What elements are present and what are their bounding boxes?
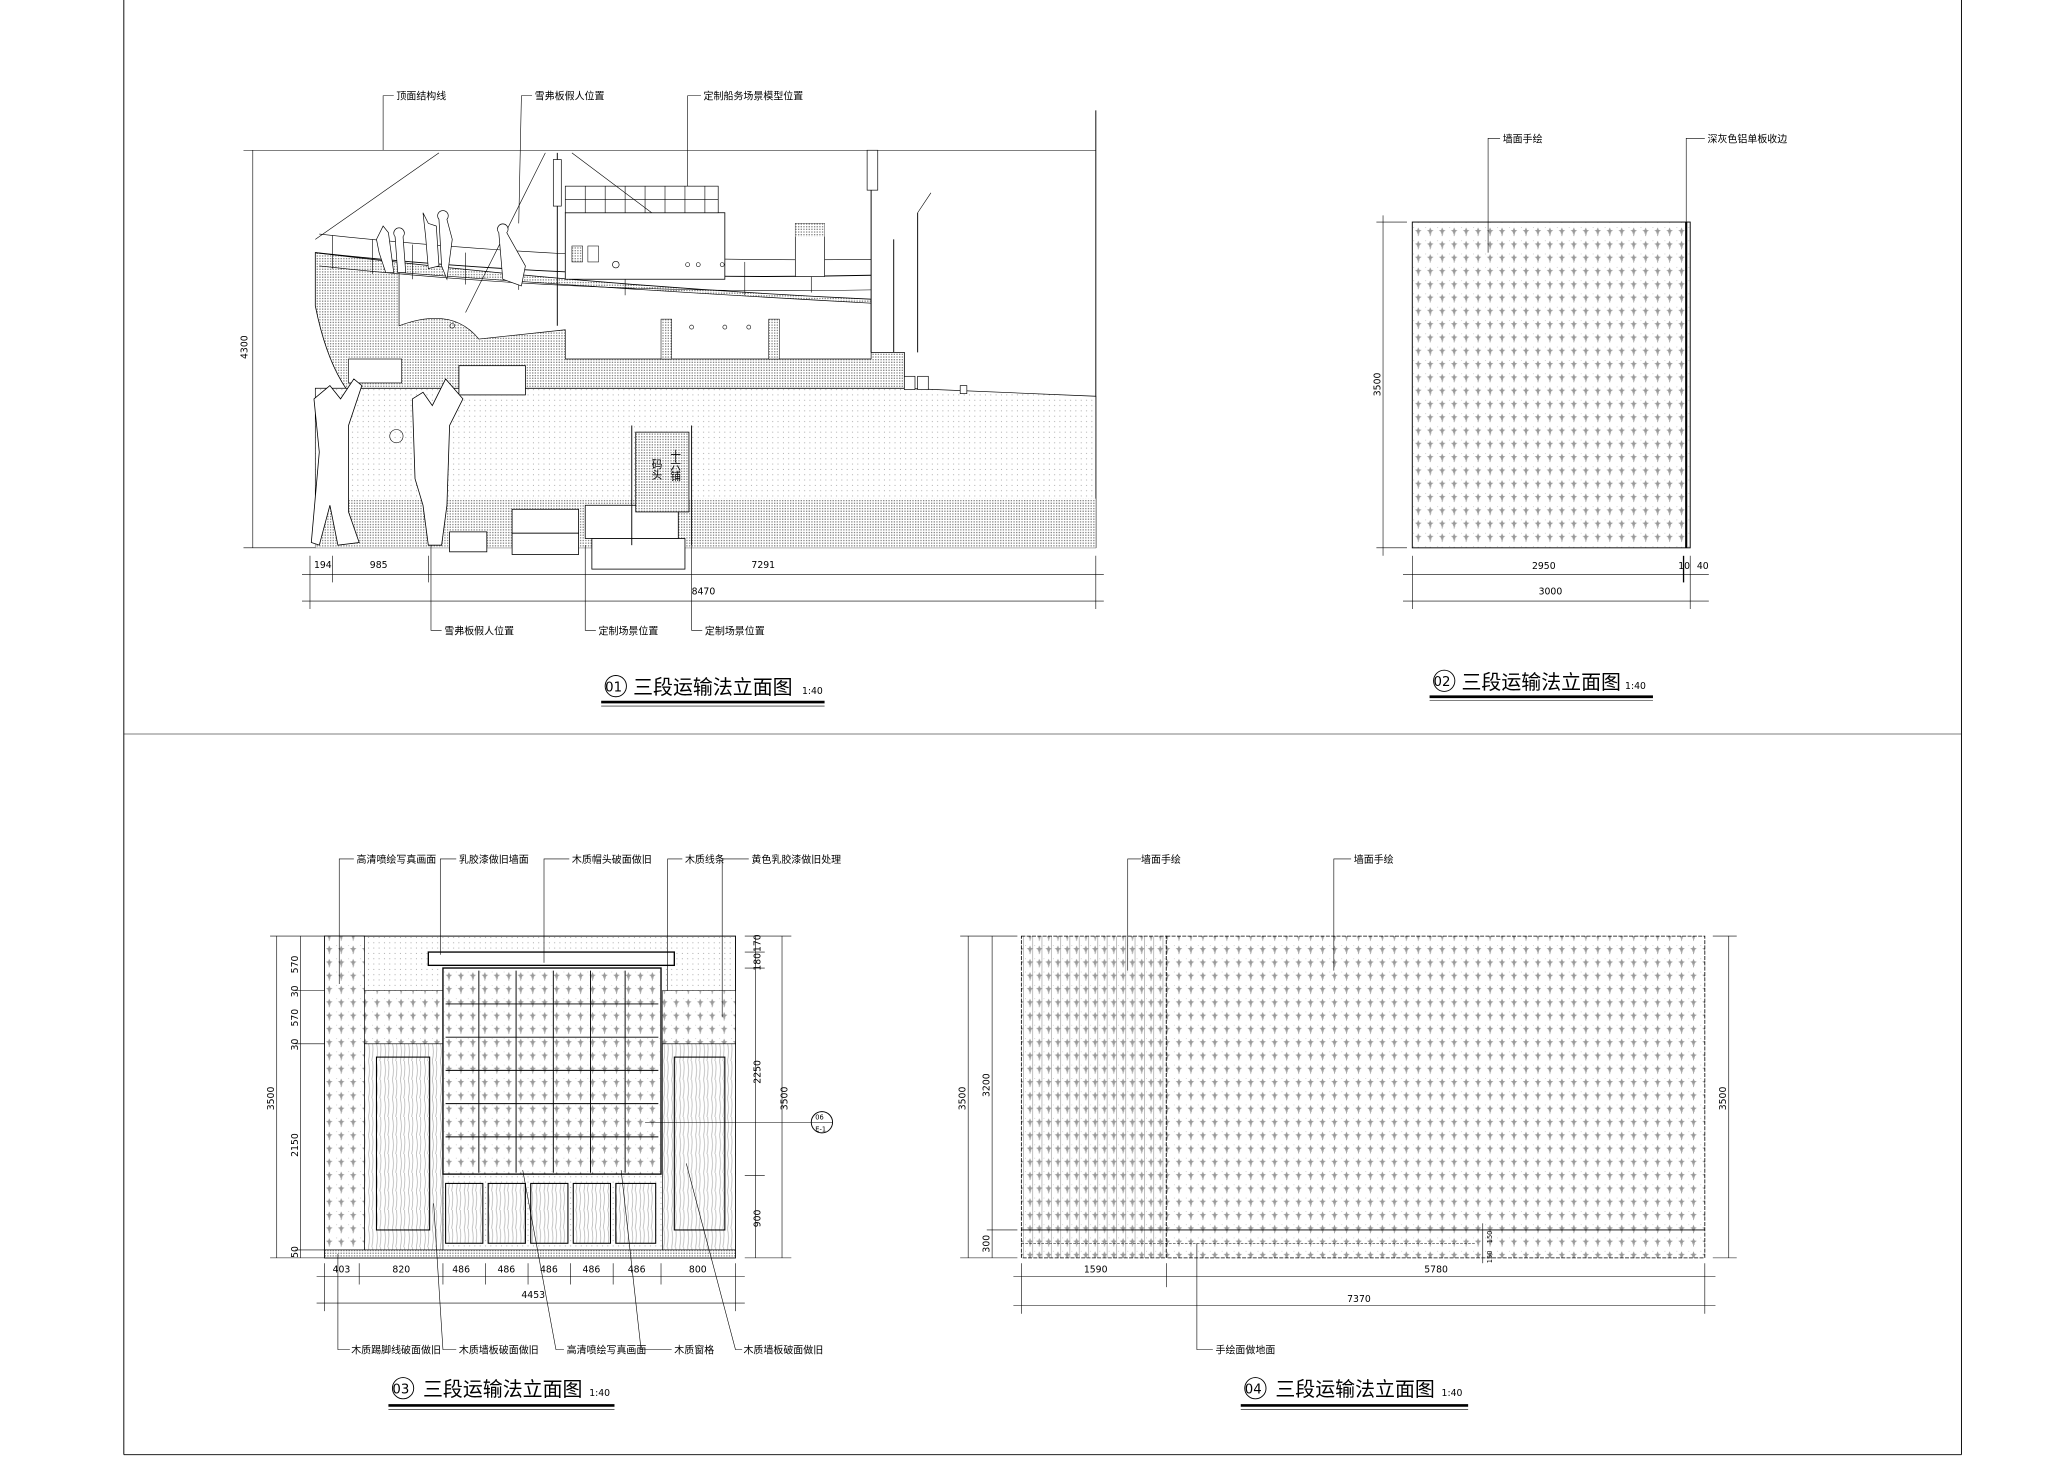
- drawing-text: 定制场景位置: [599, 624, 659, 637]
- drawing-text: 486: [583, 1265, 601, 1276]
- elevation-01: 十六铺 码头 4300 194 985 7291 8470 顶面结构线 雪弗板假…: [239, 90, 1104, 707]
- drawing-text: 820: [392, 1265, 410, 1276]
- window-grid: [442, 967, 662, 1175]
- hand-painted-wall-right: [1165, 935, 1706, 1259]
- drawing-text: 4300: [239, 335, 250, 359]
- drawing-text: 码头: [651, 459, 664, 481]
- drawing-text: 三段运输法立面图: [633, 675, 793, 699]
- hand-painted-wall: [1411, 221, 1691, 549]
- drawing-text: 高清喷绘写真画面: [567, 1344, 647, 1357]
- elevation-02: 3500 2950 10 40 3000 墙面手绘 深灰色铝单板收边 02 三段…: [1372, 132, 1787, 702]
- dimensions-01: 4300 194 985 7291 8470: [239, 149, 1104, 609]
- drawing-text: 手绘面做地面: [1215, 1344, 1275, 1357]
- drawing-text: 1:40: [589, 1388, 610, 1399]
- drawing-text: 985: [370, 560, 388, 571]
- drawing-text: 3500: [1372, 373, 1383, 397]
- drawing-text: 十六铺: [669, 449, 682, 482]
- drawing-text: 5780: [1424, 1265, 1448, 1276]
- drawing-text: 3500: [958, 1087, 969, 1111]
- drawing-text: 570: [290, 1009, 301, 1027]
- drawing-text: 木质窗格: [674, 1344, 714, 1357]
- hand-painted-wall-left: [1020, 935, 1167, 1259]
- drawing-text: 4453: [521, 1290, 545, 1301]
- drawing-text: 486: [452, 1265, 470, 1276]
- drawing-text: 乳胶漆做旧墙面: [459, 853, 529, 866]
- drawing-text: 30: [290, 985, 301, 997]
- drawing-text: E-1: [815, 1126, 826, 1134]
- drawing-text: 墙面手绘: [1354, 853, 1394, 866]
- drawing-text: 7370: [1347, 1294, 1371, 1305]
- drawing-text: 02: [1434, 675, 1451, 690]
- drawing-text: 木质墙板破面做旧: [743, 1344, 823, 1357]
- crew-figures: [376, 210, 526, 287]
- drawing-text: 1:40: [802, 686, 823, 697]
- drawing-text: 2150: [290, 1133, 301, 1157]
- drawing-text: 雪弗板假人位置: [444, 624, 514, 637]
- drawing-text: 定制船务场景模型位置: [704, 90, 804, 103]
- cornice: [427, 951, 675, 967]
- drawing-text: 50: [290, 1246, 301, 1258]
- drawing-text: 486: [628, 1265, 646, 1276]
- drawing-text: 三段运输法立面图: [1461, 670, 1621, 694]
- drawing-text: 3200: [981, 1073, 992, 1097]
- drawing-text: 三段运输法立面图: [423, 1377, 583, 1401]
- dummy-figures: [310, 378, 464, 546]
- drawing-text: 3500: [266, 1087, 277, 1111]
- drawing-text: 墙面手绘: [1503, 132, 1543, 145]
- hd-print-panel-left: [324, 935, 365, 1251]
- title-03: 03 三段运输法立面图 1:40: [388, 1377, 615, 1410]
- drawing-text: 7291: [751, 560, 775, 571]
- title-02: 02 三段运输法立面图 1:40: [1429, 669, 1653, 702]
- drawing-text: 570: [290, 956, 301, 974]
- drawing-text: 3000: [1539, 586, 1563, 597]
- drawing-text: 03: [392, 1383, 409, 1398]
- drawing-text: 1:40: [1442, 1388, 1463, 1399]
- title-04: 04 三段运输法立面图 1:40: [1240, 1377, 1469, 1410]
- drawing-text: 木质线条: [685, 853, 725, 866]
- drawing-text: 800: [689, 1265, 707, 1276]
- drawing-text: 10: [1678, 561, 1690, 572]
- drawing-text: 墙面手绘: [1141, 853, 1181, 866]
- drawing-text: 定制场景位置: [705, 624, 765, 637]
- title-01: 01 三段运输法立面图 1:40: [601, 675, 825, 707]
- drawing-text: 150: [1486, 1251, 1494, 1264]
- drawing-text: 高清喷绘写真画面: [357, 853, 437, 866]
- drawing-text: 深灰色铝单板收边: [1707, 132, 1787, 145]
- drawing-text: 300: [981, 1235, 992, 1253]
- drawing-text: 40: [1697, 561, 1709, 572]
- drawing-text: 194: [314, 560, 332, 571]
- drawing-text: 3500: [779, 1087, 790, 1111]
- drawing-text: 04: [1245, 1383, 1262, 1398]
- drawing-text: 木质帽头破面做旧: [572, 853, 652, 866]
- elevation-03: 570 30 570 30 2150 50 3500 170 180 2250 …: [266, 853, 841, 1410]
- drawing-text: 2950: [1532, 561, 1556, 572]
- skirting: [324, 1249, 736, 1259]
- drawing-text: 900: [753, 1209, 764, 1227]
- drawing-text: 486: [540, 1265, 558, 1276]
- elevation-04: 3500 3200 300 3500 150 150 1590 5780 737…: [958, 853, 1737, 1410]
- drawing-text: 1:40: [1625, 681, 1646, 692]
- drawing-text: 三段运输法立面图: [1275, 1377, 1435, 1401]
- drawing-text: 486: [497, 1265, 515, 1276]
- drawing-text: 雪弗板假人位置: [535, 90, 605, 103]
- drawing-text: 黄色乳胶漆做旧处理: [751, 853, 841, 866]
- drawing-text: 150: [1486, 1231, 1494, 1244]
- section-callout: 06 E-1: [645, 1111, 834, 1134]
- drawing-text: 8470: [692, 586, 716, 597]
- drawing-text: 1590: [1084, 1265, 1108, 1276]
- drawing-text: 170: [753, 934, 764, 952]
- drawing-text: 3500: [1718, 1087, 1729, 1111]
- drawing-text: 顶面结构线: [396, 90, 446, 103]
- drawing-text: 木质墙板破面做旧: [459, 1344, 539, 1357]
- drawing-text: 01: [605, 680, 622, 695]
- drawing-text: 木质踢脚线破面做旧: [351, 1344, 441, 1357]
- drawing-text: 30: [290, 1039, 301, 1051]
- drawing-text: 2250: [753, 1060, 764, 1084]
- drawing-text: 06: [815, 1114, 823, 1122]
- dock-sign: 十六铺 码头: [631, 425, 693, 546]
- drawing-text: 180: [753, 953, 764, 971]
- sheet-frame: [123, 0, 1962, 1456]
- drawing-text: 403: [333, 1265, 351, 1276]
